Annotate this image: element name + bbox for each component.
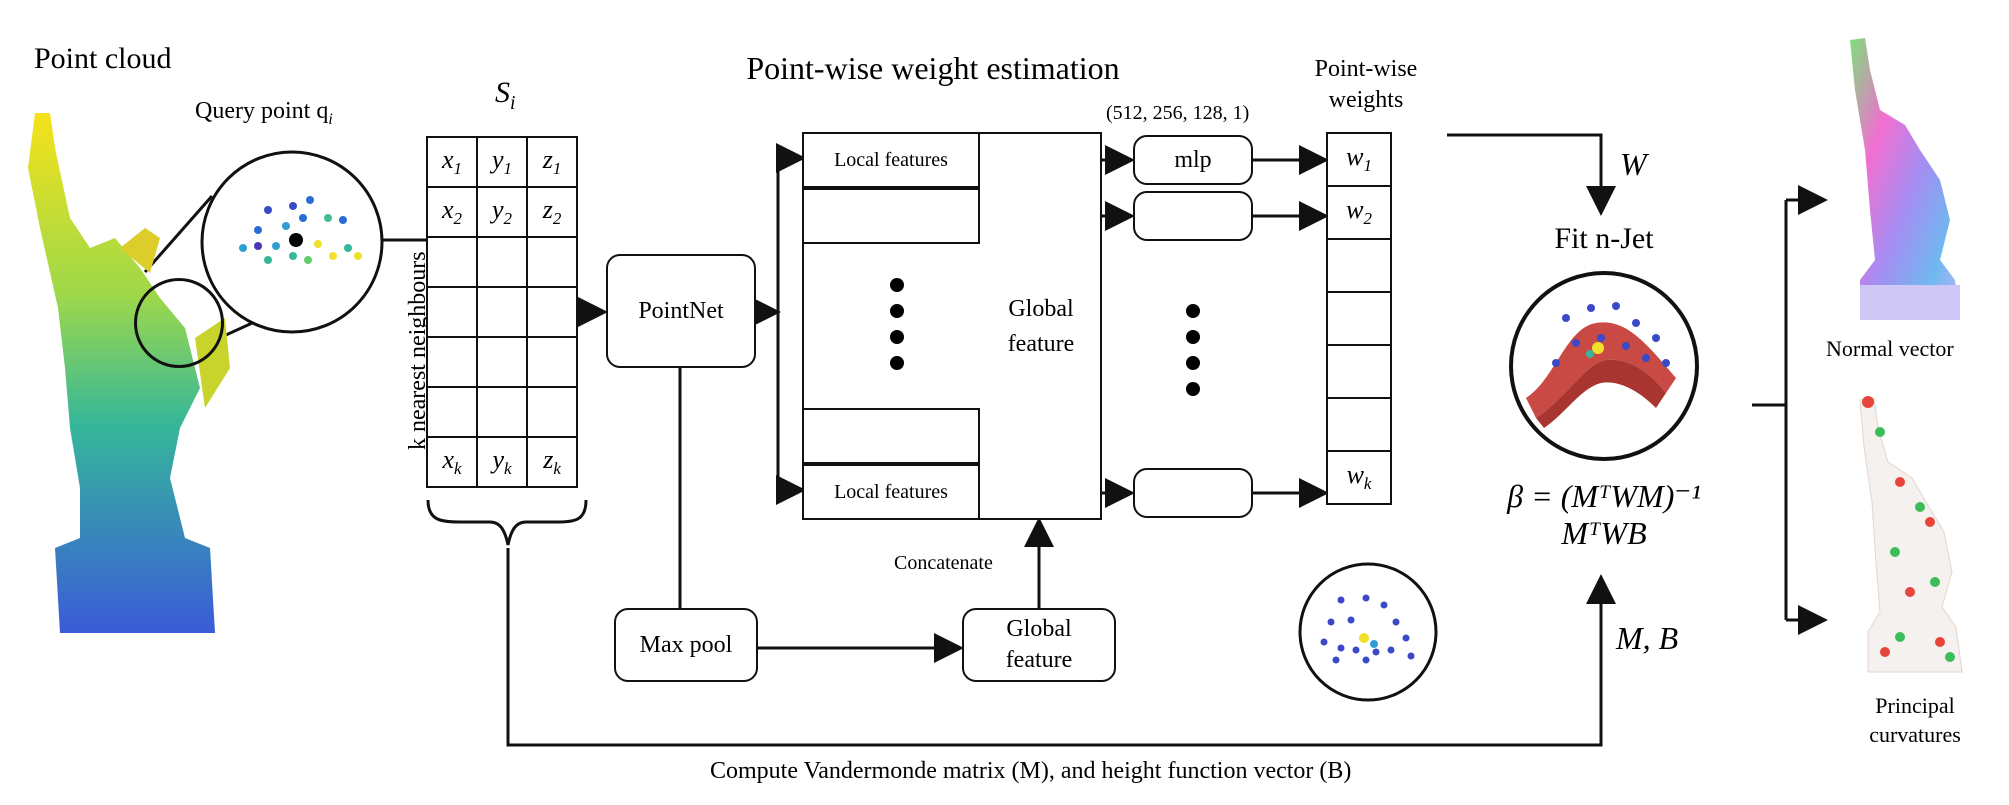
table-row: [426, 336, 578, 388]
table-row: w2: [1326, 185, 1392, 240]
table-row: [1326, 291, 1392, 346]
table-row: [1326, 238, 1392, 293]
mlp-box-2: [1133, 191, 1253, 241]
table-cell: x2: [426, 186, 478, 238]
ellipsis-dot: [1186, 382, 1200, 396]
weighted-points-circle: [1298, 562, 1438, 702]
table-cell: wk: [1326, 450, 1392, 505]
mlp-box-k: [1133, 468, 1253, 518]
maxpool-box: Max pool: [614, 608, 758, 682]
table-row: [1326, 397, 1392, 452]
table-cell: y1: [476, 136, 528, 188]
table-row: [426, 286, 578, 338]
beta-formula: β = (MᵀWM)⁻¹ MᵀWB: [1507, 478, 1701, 551]
global-feature-bottom-box: Global feature: [962, 608, 1116, 682]
table-cell: z2: [526, 186, 578, 238]
table-cell: zk: [526, 436, 578, 488]
W-label: W: [1620, 146, 1647, 182]
point-cloud-title: Point cloud: [34, 42, 172, 75]
principal-curvature-statue-image: [1859, 396, 1963, 673]
zoom-region-circle: [134, 278, 224, 368]
table-row: w1: [1326, 132, 1392, 187]
mlp-box-1: mlp: [1133, 135, 1253, 185]
weight-panel-title: Point-wise weight estimation: [746, 50, 1120, 86]
table-row: wk: [1326, 450, 1392, 505]
MB-label: M, B: [1616, 620, 1679, 656]
normal-vector-statue-image: [1850, 38, 1960, 320]
ellipsis-dot: [890, 278, 904, 292]
table-cell: yk: [476, 436, 528, 488]
table-cell: y2: [476, 186, 528, 238]
zoom-line-top: [143, 195, 214, 273]
query-neighbourhood-zoom: [200, 150, 384, 334]
local-features-row: [802, 408, 980, 464]
query-point-label: Query point qi: [195, 98, 333, 128]
ellipsis-dot: [1186, 304, 1200, 318]
global-feature-column-label: Global feature: [1007, 296, 1075, 357]
ellipsis-dot: [1186, 330, 1200, 344]
mlp-dims-label: (512, 256, 128, 1): [1106, 102, 1250, 124]
table-cell: xk: [426, 436, 478, 488]
table-cell: x1: [426, 136, 478, 188]
table-cell: z1: [526, 136, 578, 188]
local-features-bottom: Local features: [802, 464, 980, 520]
table-cell: w2: [1326, 185, 1392, 240]
table-row: [426, 236, 578, 288]
set-label: Si: [495, 76, 516, 114]
fit-njet-title: Fit n-Jet: [1554, 222, 1654, 255]
query-point-marker: [289, 233, 303, 247]
concatenate-label: Concatenate: [894, 552, 993, 574]
weights-table: w1 w2 wk: [1326, 132, 1392, 505]
pointnet-box: PointNet: [606, 254, 756, 368]
ellipsis-dot: [890, 356, 904, 370]
local-features-row: [802, 188, 980, 244]
fitted-surface-circle: [1509, 271, 1699, 461]
normal-vector-label: Normal vector: [1826, 336, 1954, 361]
ellipsis-dot: [1186, 356, 1200, 370]
ellipsis-dot: [890, 330, 904, 344]
table-cell: w1: [1326, 132, 1392, 187]
brace: [426, 499, 588, 546]
table-row: [1326, 344, 1392, 399]
local-features-top: Local features: [802, 132, 980, 188]
ellipsis-dot: [890, 304, 904, 318]
table-row: [426, 386, 578, 438]
vandermonde-caption: Compute Vandermonde matrix (M), and heig…: [710, 758, 1352, 784]
